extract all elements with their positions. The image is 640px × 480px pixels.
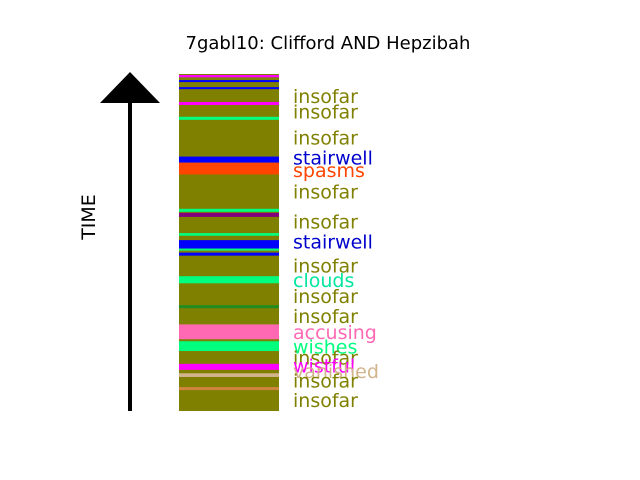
timeline-label: insofar <box>293 347 358 369</box>
timeline-band <box>179 162 279 175</box>
timeline-band <box>179 75 279 78</box>
timeline-label: stairwell <box>293 231 373 253</box>
timeline-band <box>179 101 279 106</box>
timeline-label: insofar <box>293 306 358 328</box>
timeline-label: wishes <box>293 337 357 359</box>
timeline-labels: insofarinsofarinsofarstairwellspasmsinso… <box>293 86 379 412</box>
timeline-label: insofar <box>293 102 358 124</box>
timeline-label: insofar <box>293 181 358 203</box>
timeline-band <box>179 252 279 256</box>
time-axis-label: TIME <box>78 194 100 241</box>
timeline-label: insofar <box>293 86 358 108</box>
timeline-band <box>179 276 279 284</box>
timeline-band <box>179 116 279 120</box>
timeline-band <box>179 212 279 217</box>
timeline-band <box>179 156 279 163</box>
chart-title: 7gabl10: Clifford AND Hepzibah <box>186 33 471 54</box>
timeline-label: stairwell <box>293 148 373 170</box>
time-arrow <box>100 72 160 411</box>
timeline-band <box>179 324 279 340</box>
timeline-band <box>179 233 279 236</box>
timeline-label: clouds <box>293 270 354 292</box>
timeline-band <box>179 80 279 83</box>
timeline-band <box>179 248 279 251</box>
timeline-band <box>179 363 279 370</box>
timeline-label: insofar <box>293 390 358 412</box>
timeline-label: wistful <box>293 356 355 378</box>
timeline-band <box>179 387 279 391</box>
timeline-label: insofar <box>293 127 358 149</box>
timeline-band <box>179 240 279 249</box>
timeline-label: insofar <box>293 286 358 308</box>
timeline-band <box>179 208 279 212</box>
time-arrow-head <box>100 72 160 103</box>
timeline-label: accusing <box>293 322 377 344</box>
timeline-label: insofar <box>293 212 358 234</box>
timeline-band <box>179 305 279 309</box>
timeline-label: spasms <box>293 160 365 182</box>
timeline-bands <box>179 75 279 391</box>
timeline-band <box>179 373 279 377</box>
timeline-label: insofar <box>293 370 358 392</box>
timeline-label: vanished <box>293 361 379 383</box>
timeline-band <box>179 341 279 352</box>
timeline-band <box>179 87 279 90</box>
timeline-label: insofar <box>293 255 358 277</box>
